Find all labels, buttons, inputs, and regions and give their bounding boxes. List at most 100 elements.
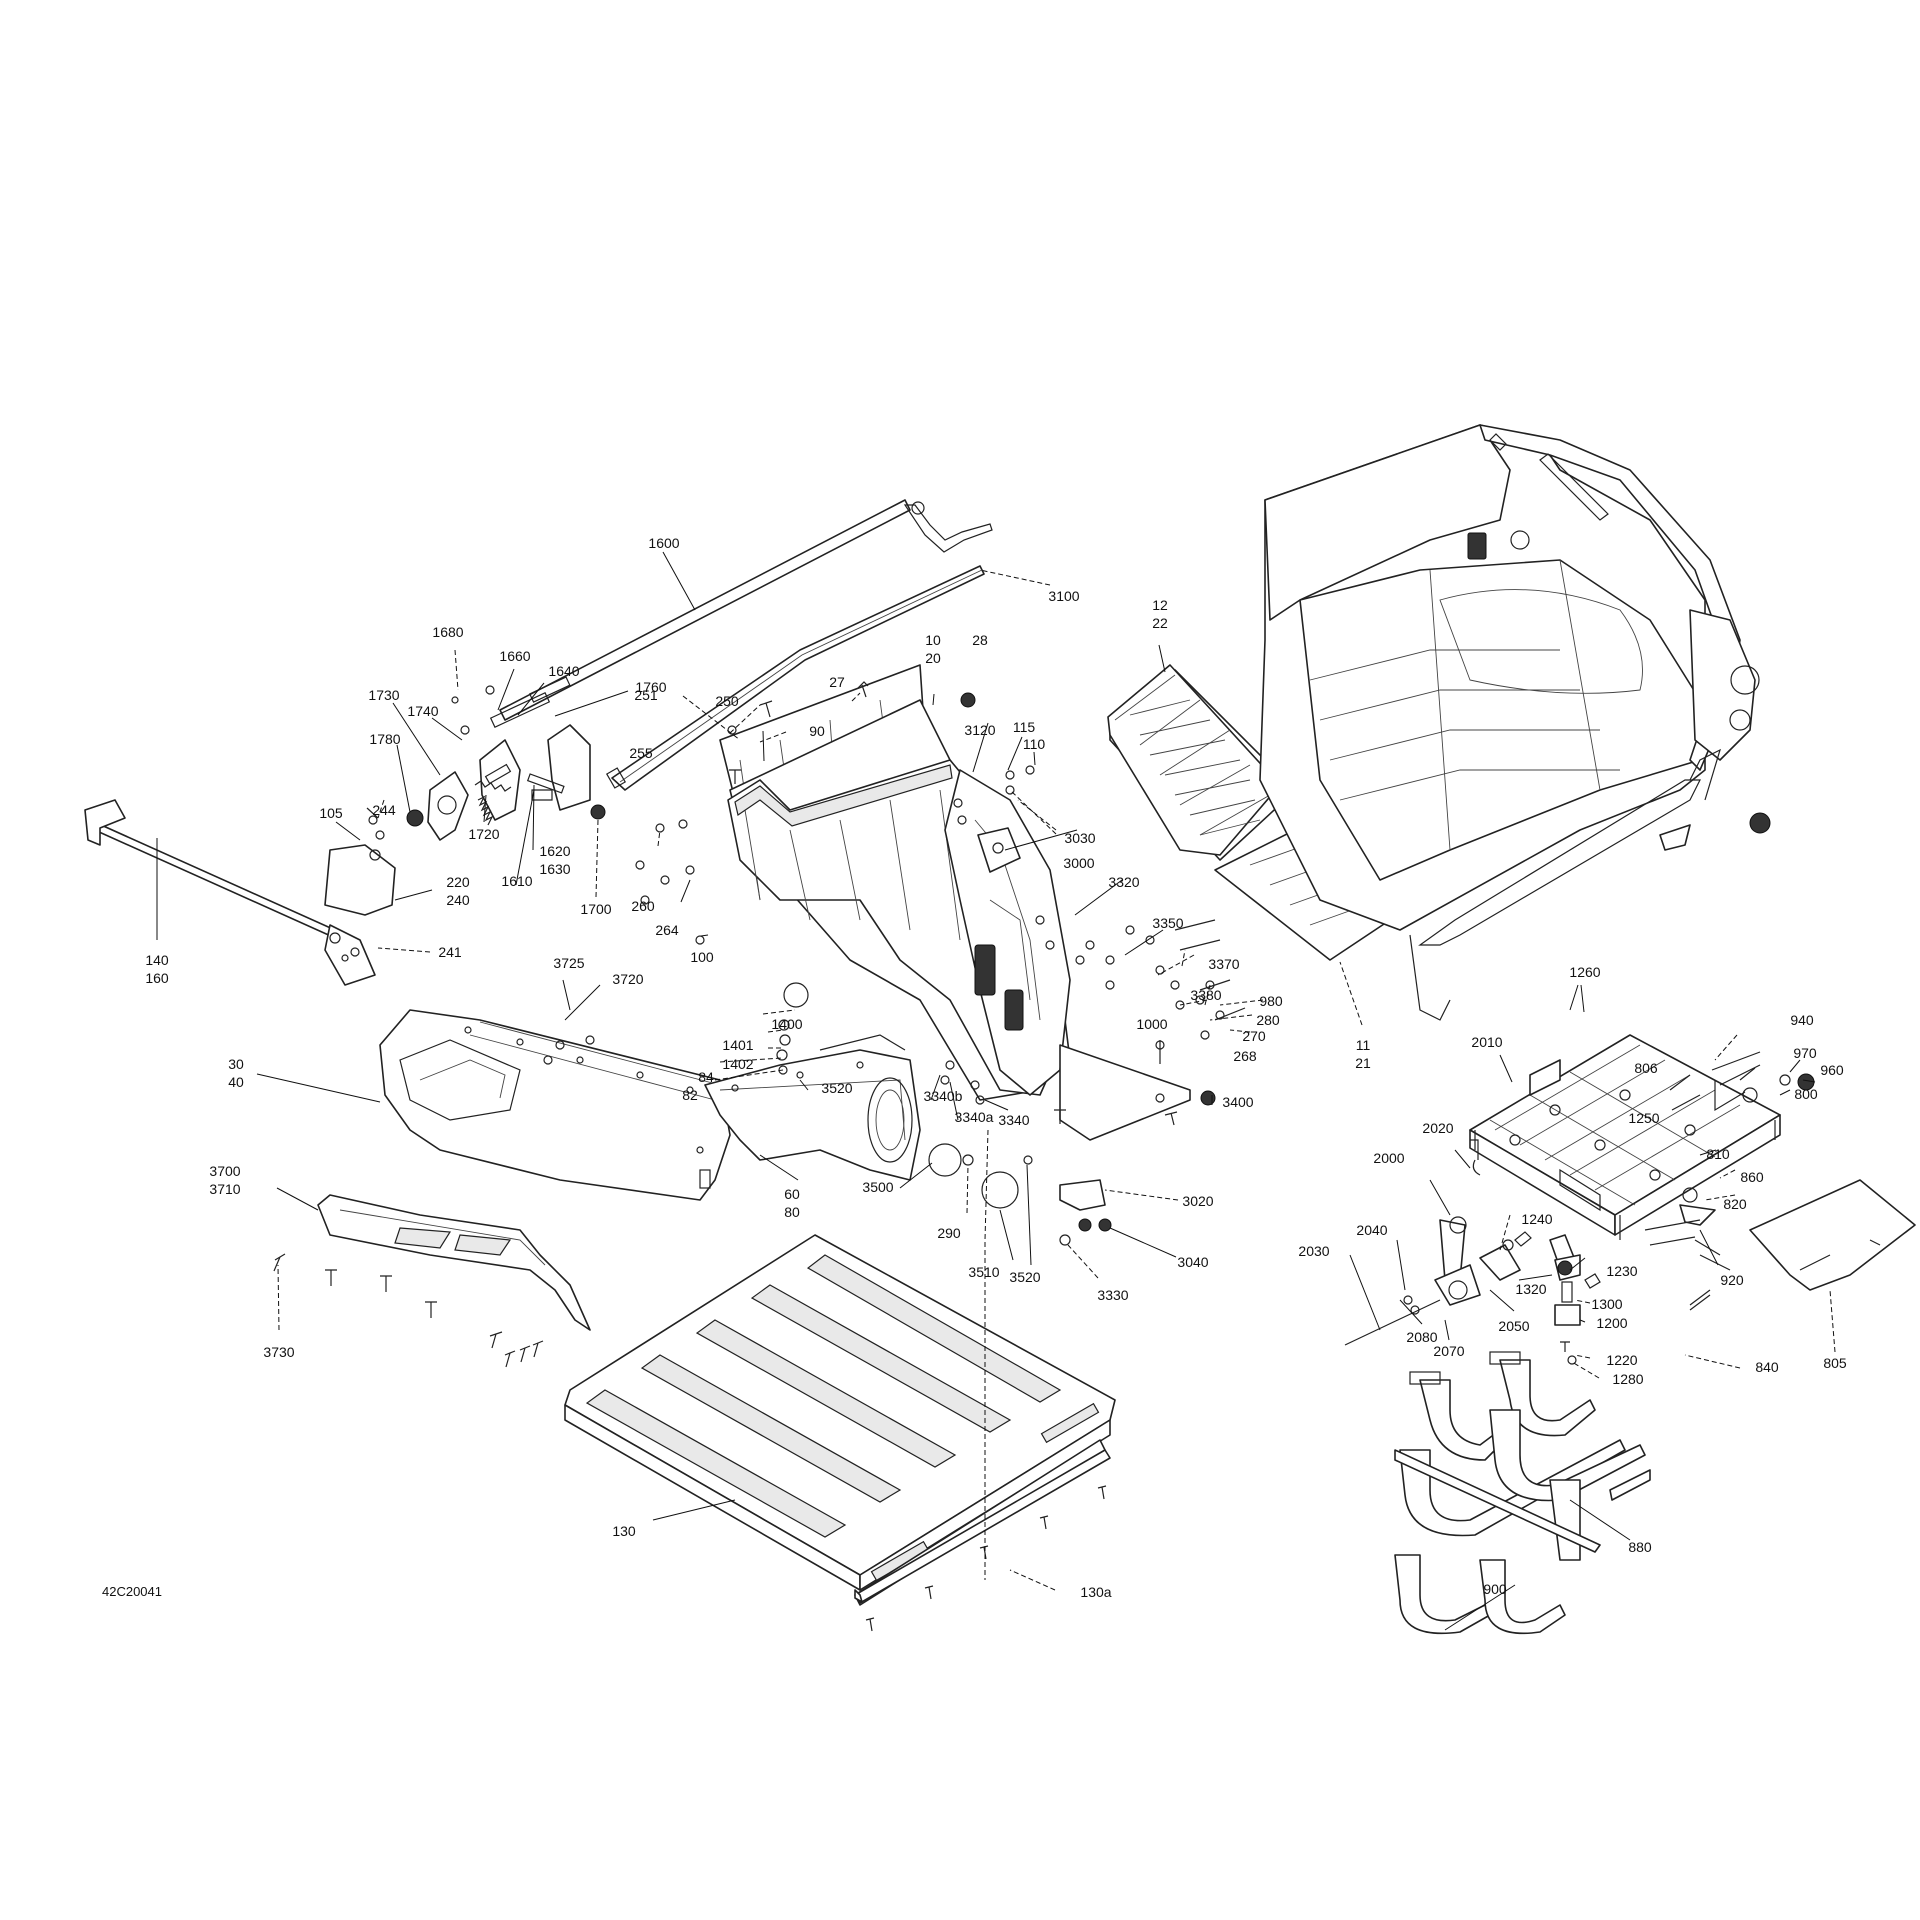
- callout-3510: 3510: [968, 1264, 999, 1280]
- callout-3020: 3020: [1182, 1193, 1213, 1209]
- callout-line: 3020: [1182, 1193, 1213, 1209]
- callout-line: 1220: [1606, 1352, 1637, 1368]
- callout-130: 130: [612, 1523, 636, 1539]
- part-bed-mat-front: [1107, 664, 1286, 861]
- callout-1700: 1700: [580, 901, 611, 917]
- callout-290: 290: [937, 1225, 961, 1241]
- callout-3340: 3340: [998, 1112, 1029, 1128]
- callout-line: 3700: [209, 1163, 240, 1179]
- callout-line: 3370: [1208, 956, 1239, 972]
- part-lever-assembly: [1344, 1139, 1521, 1346]
- part-illustrations: [84, 424, 1916, 1635]
- callout-100: 100: [690, 949, 714, 965]
- callout-line: 3350: [1152, 915, 1183, 931]
- callout-3500: 3500: [862, 1179, 893, 1195]
- callout-line: 27: [829, 674, 845, 690]
- callout-line: 840: [1755, 1359, 1779, 1375]
- callout-line: 3330: [1097, 1287, 1128, 1303]
- callout-line: 1250: [1628, 1110, 1659, 1126]
- callout-840: 840: [1755, 1359, 1779, 1375]
- callout-270: 270: [1242, 1028, 1266, 1044]
- callout-line: 1630: [539, 861, 570, 877]
- part-rod-840: [1689, 1289, 1711, 1311]
- callout-line: 1240: [1521, 1211, 1552, 1227]
- callout-line: 1620: [539, 843, 570, 859]
- callout-line: 860: [1740, 1169, 1764, 1185]
- callout-810: 810: [1706, 1146, 1730, 1162]
- callout-line: 11: [1356, 1037, 1371, 1053]
- callout-line: 1280: [1612, 1371, 1643, 1387]
- part-side-rail: [605, 565, 985, 791]
- callout-115: 115: [1013, 719, 1036, 735]
- callout-1260: 1260: [1569, 964, 1600, 980]
- callout-110: 110: [1023, 736, 1046, 752]
- callout-1620: 1620 1630: [539, 843, 570, 877]
- callout-1740: 1740: [407, 703, 438, 719]
- part-cargo-box: [1259, 424, 1760, 1021]
- callout-line: 970: [1793, 1045, 1817, 1061]
- part-rod-940: [1711, 1051, 1761, 1071]
- callout-line: 3520: [821, 1080, 852, 1096]
- callout-line: 880: [1628, 1539, 1652, 1555]
- callout-line: 241: [438, 944, 462, 960]
- callout-line: 960: [1820, 1062, 1844, 1078]
- callout-line: 250: [715, 693, 739, 709]
- callout-line: 100: [690, 949, 714, 965]
- callout-line: 220: [446, 874, 470, 890]
- callout-line: 1680: [432, 624, 463, 640]
- callout-1720: 1720: [468, 826, 499, 842]
- callout-line: 1230: [1606, 1263, 1637, 1279]
- callout-line: 920: [1720, 1272, 1744, 1288]
- callout-3400: 3400: [1222, 1094, 1253, 1110]
- drawing-code: 42C20041: [102, 1584, 162, 1599]
- callout-line: 80: [784, 1204, 800, 1220]
- callout-900: 900: [1483, 1581, 1507, 1597]
- callout-2080: 2080: [1406, 1329, 1437, 1345]
- callout-line: 2000: [1373, 1150, 1404, 1166]
- callout-line: 805: [1823, 1355, 1847, 1371]
- callout-line: 1260: [1569, 964, 1600, 980]
- part-floor-rail: [854, 1449, 1111, 1632]
- callout-line: 1400: [771, 1016, 802, 1032]
- callout-line: 2030: [1298, 1243, 1329, 1259]
- callout-28: 28: [972, 632, 988, 648]
- callout-line: 2070: [1433, 1343, 1464, 1359]
- callout-800: 800: [1794, 1086, 1818, 1102]
- callout-line: 3500: [862, 1179, 893, 1195]
- callout-line: 1000: [1136, 1016, 1167, 1032]
- callout-1600: 1600: [648, 535, 679, 551]
- callout-line: 3710: [209, 1181, 240, 1197]
- callout-line: 1401: [722, 1037, 753, 1053]
- callout-3040: 3040: [1177, 1254, 1208, 1270]
- part-bolts-3730: [273, 1253, 544, 1368]
- callout-3520: 3520: [821, 1080, 852, 1096]
- callout-2020: 2020: [1422, 1120, 1453, 1136]
- callout-3340a: 3340a: [955, 1109, 994, 1125]
- callout-920: 920: [1720, 1272, 1744, 1288]
- callout-1240: 1240: [1521, 1211, 1552, 1227]
- callout-line: 255: [629, 745, 653, 761]
- callout-line: 90: [809, 723, 825, 739]
- callout-82: 82: [682, 1087, 698, 1103]
- callout-line: 3400: [1222, 1094, 1253, 1110]
- callout-line: 3120: [964, 722, 995, 738]
- callout-line: 270: [1242, 1028, 1266, 1044]
- callout-1000: 1000: [1136, 1016, 1167, 1032]
- callout-980: 980: [1259, 993, 1283, 1009]
- callout-3030: 3030: [1064, 830, 1095, 846]
- callout-line: 3030: [1064, 830, 1095, 846]
- callout-line: 3380: [1190, 987, 1221, 1003]
- callout-line: 2040: [1356, 1222, 1387, 1238]
- part-side-panel: [379, 1009, 731, 1201]
- callout-130a: 130a: [1080, 1584, 1111, 1600]
- leader-lines: [156, 551, 1836, 1631]
- callout-805: 805: [1823, 1355, 1847, 1371]
- callout-line: 240: [446, 892, 470, 908]
- callout-line: 12: [1152, 597, 1168, 613]
- callout-line: 980: [1259, 993, 1283, 1009]
- part-seat-brackets: [1394, 1351, 1651, 1635]
